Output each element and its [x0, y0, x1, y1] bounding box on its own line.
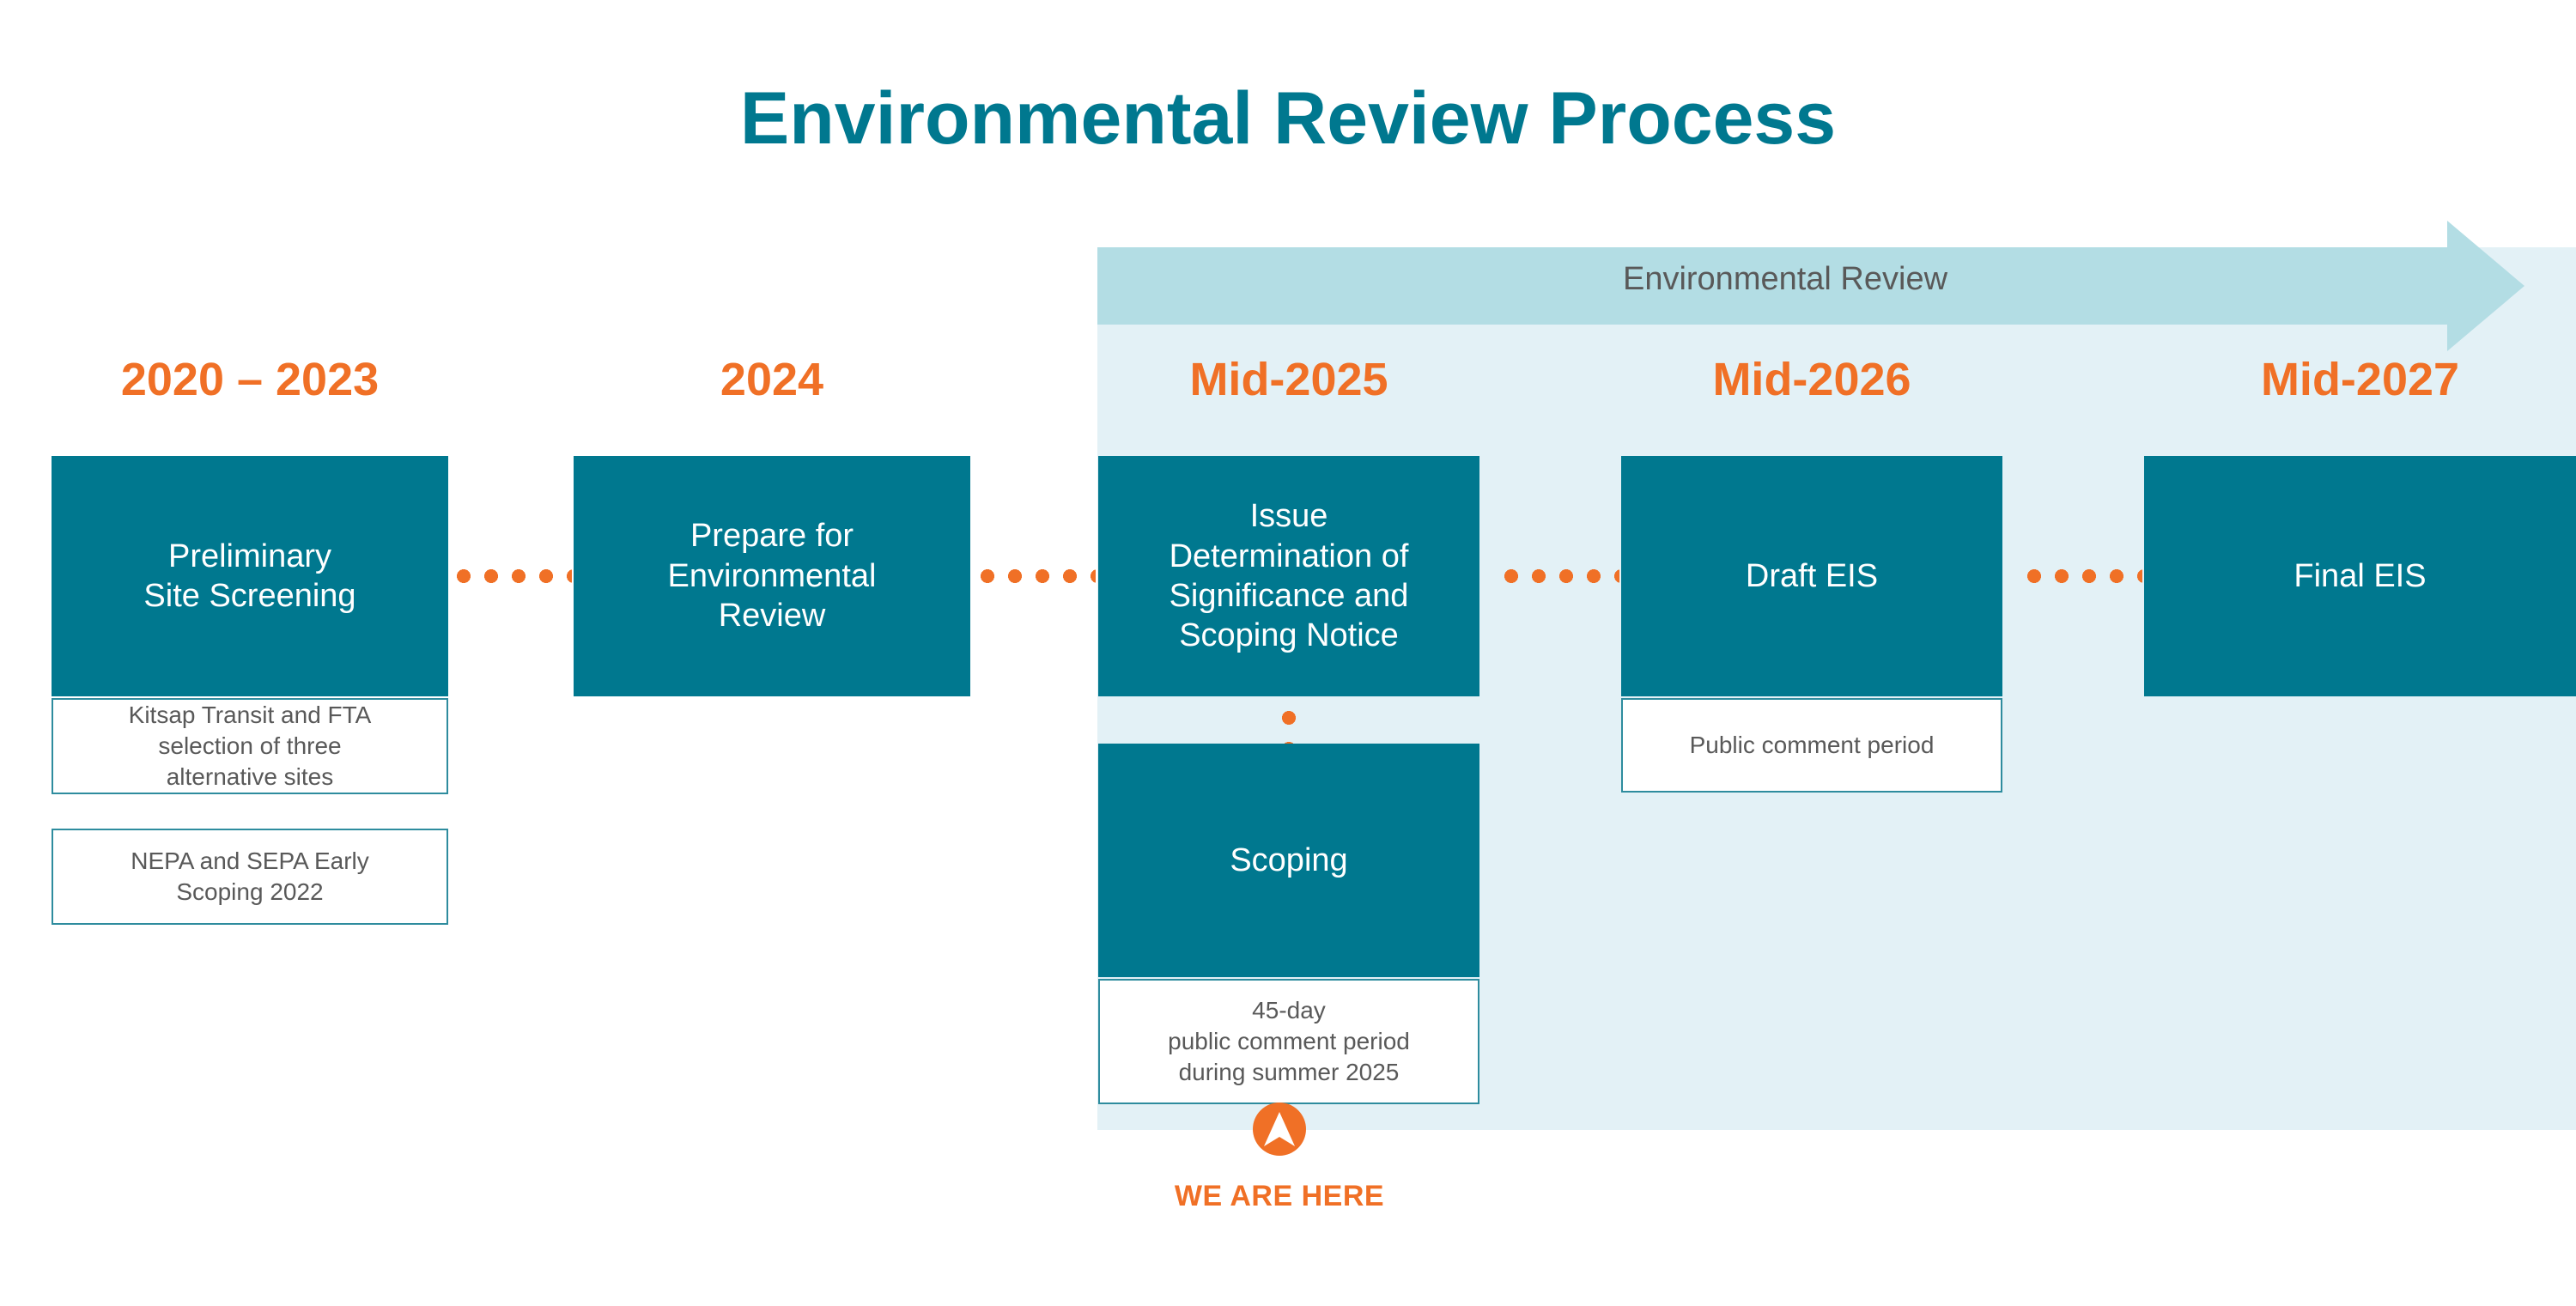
we-are-here-label: WE ARE HERE	[1174, 1180, 1385, 1212]
milestone-box-label: Draft EIS	[1745, 557, 1879, 594]
milestone-box-label: Scoping	[1230, 841, 1348, 878]
column-year-label: 2020 – 2023	[120, 354, 380, 405]
milestone-box-label: Preliminary Site Screening	[143, 538, 356, 614]
milestone-box-determination-of-significance[interactable]: Issue Determination of Significance and …	[1098, 456, 1479, 696]
column-year-label: Mid-2026	[1712, 354, 1911, 405]
detail-box-45-day-comment-period[interactable]: 45-day public comment period during summ…	[1098, 979, 1479, 1104]
arrow-head-icon	[2447, 221, 2524, 351]
milestone-box-label: Issue Determination of Significance and …	[1169, 498, 1409, 654]
milestone-box-scoping[interactable]: Scoping	[1098, 744, 1479, 977]
environmental-review-banner-label: Environmental Review	[1622, 261, 1948, 297]
detail-box-label: Public comment period	[1689, 732, 1935, 759]
connector-dots-vertical-scoping	[1282, 702, 1296, 747]
detail-box-label: 45-day public comment period during summ…	[1168, 997, 1410, 1085]
milestone-box-prepare-for-environmental-review[interactable]: Prepare for Environmental Review	[574, 456, 970, 696]
column-year-label: Mid-2025	[1189, 354, 1388, 405]
column-year-label: 2024	[720, 354, 824, 405]
arrow-body	[1097, 247, 2473, 325]
milestone-box-preliminary-site-screening[interactable]: Preliminary Site Screening	[52, 456, 448, 696]
detail-box-label: NEPA and SEPA Early Scoping 2022	[131, 847, 369, 905]
detail-box-site-selection[interactable]: Kitsap Transit and FTA selection of thre…	[52, 698, 448, 794]
detail-box-early-scoping[interactable]: NEPA and SEPA Early Scoping 2022	[52, 829, 448, 925]
page-title: Environmental Review Process	[739, 77, 1837, 160]
milestone-box-final-eis[interactable]: Final EIS	[2144, 456, 2576, 696]
milestone-box-label: Final EIS	[2293, 557, 2427, 594]
connector-dots-1-2	[450, 569, 572, 583]
navigation-arrow-icon	[1253, 1103, 1306, 1156]
connector-dots-2-3	[974, 569, 1096, 583]
detail-box-label: Kitsap Transit and FTA selection of thre…	[128, 702, 372, 790]
detail-box-public-comment-period[interactable]: Public comment period	[1621, 698, 2002, 793]
connector-dots-4-5	[2020, 569, 2142, 583]
environmental-review-arrow-banner	[1097, 221, 2524, 351]
column-year-label: Mid-2027	[2260, 354, 2460, 405]
milestone-box-label: Prepare for Environmental Review	[667, 518, 877, 635]
milestone-box-draft-eis[interactable]: Draft EIS	[1621, 456, 2002, 696]
connector-dots-3-4	[1498, 569, 1619, 583]
